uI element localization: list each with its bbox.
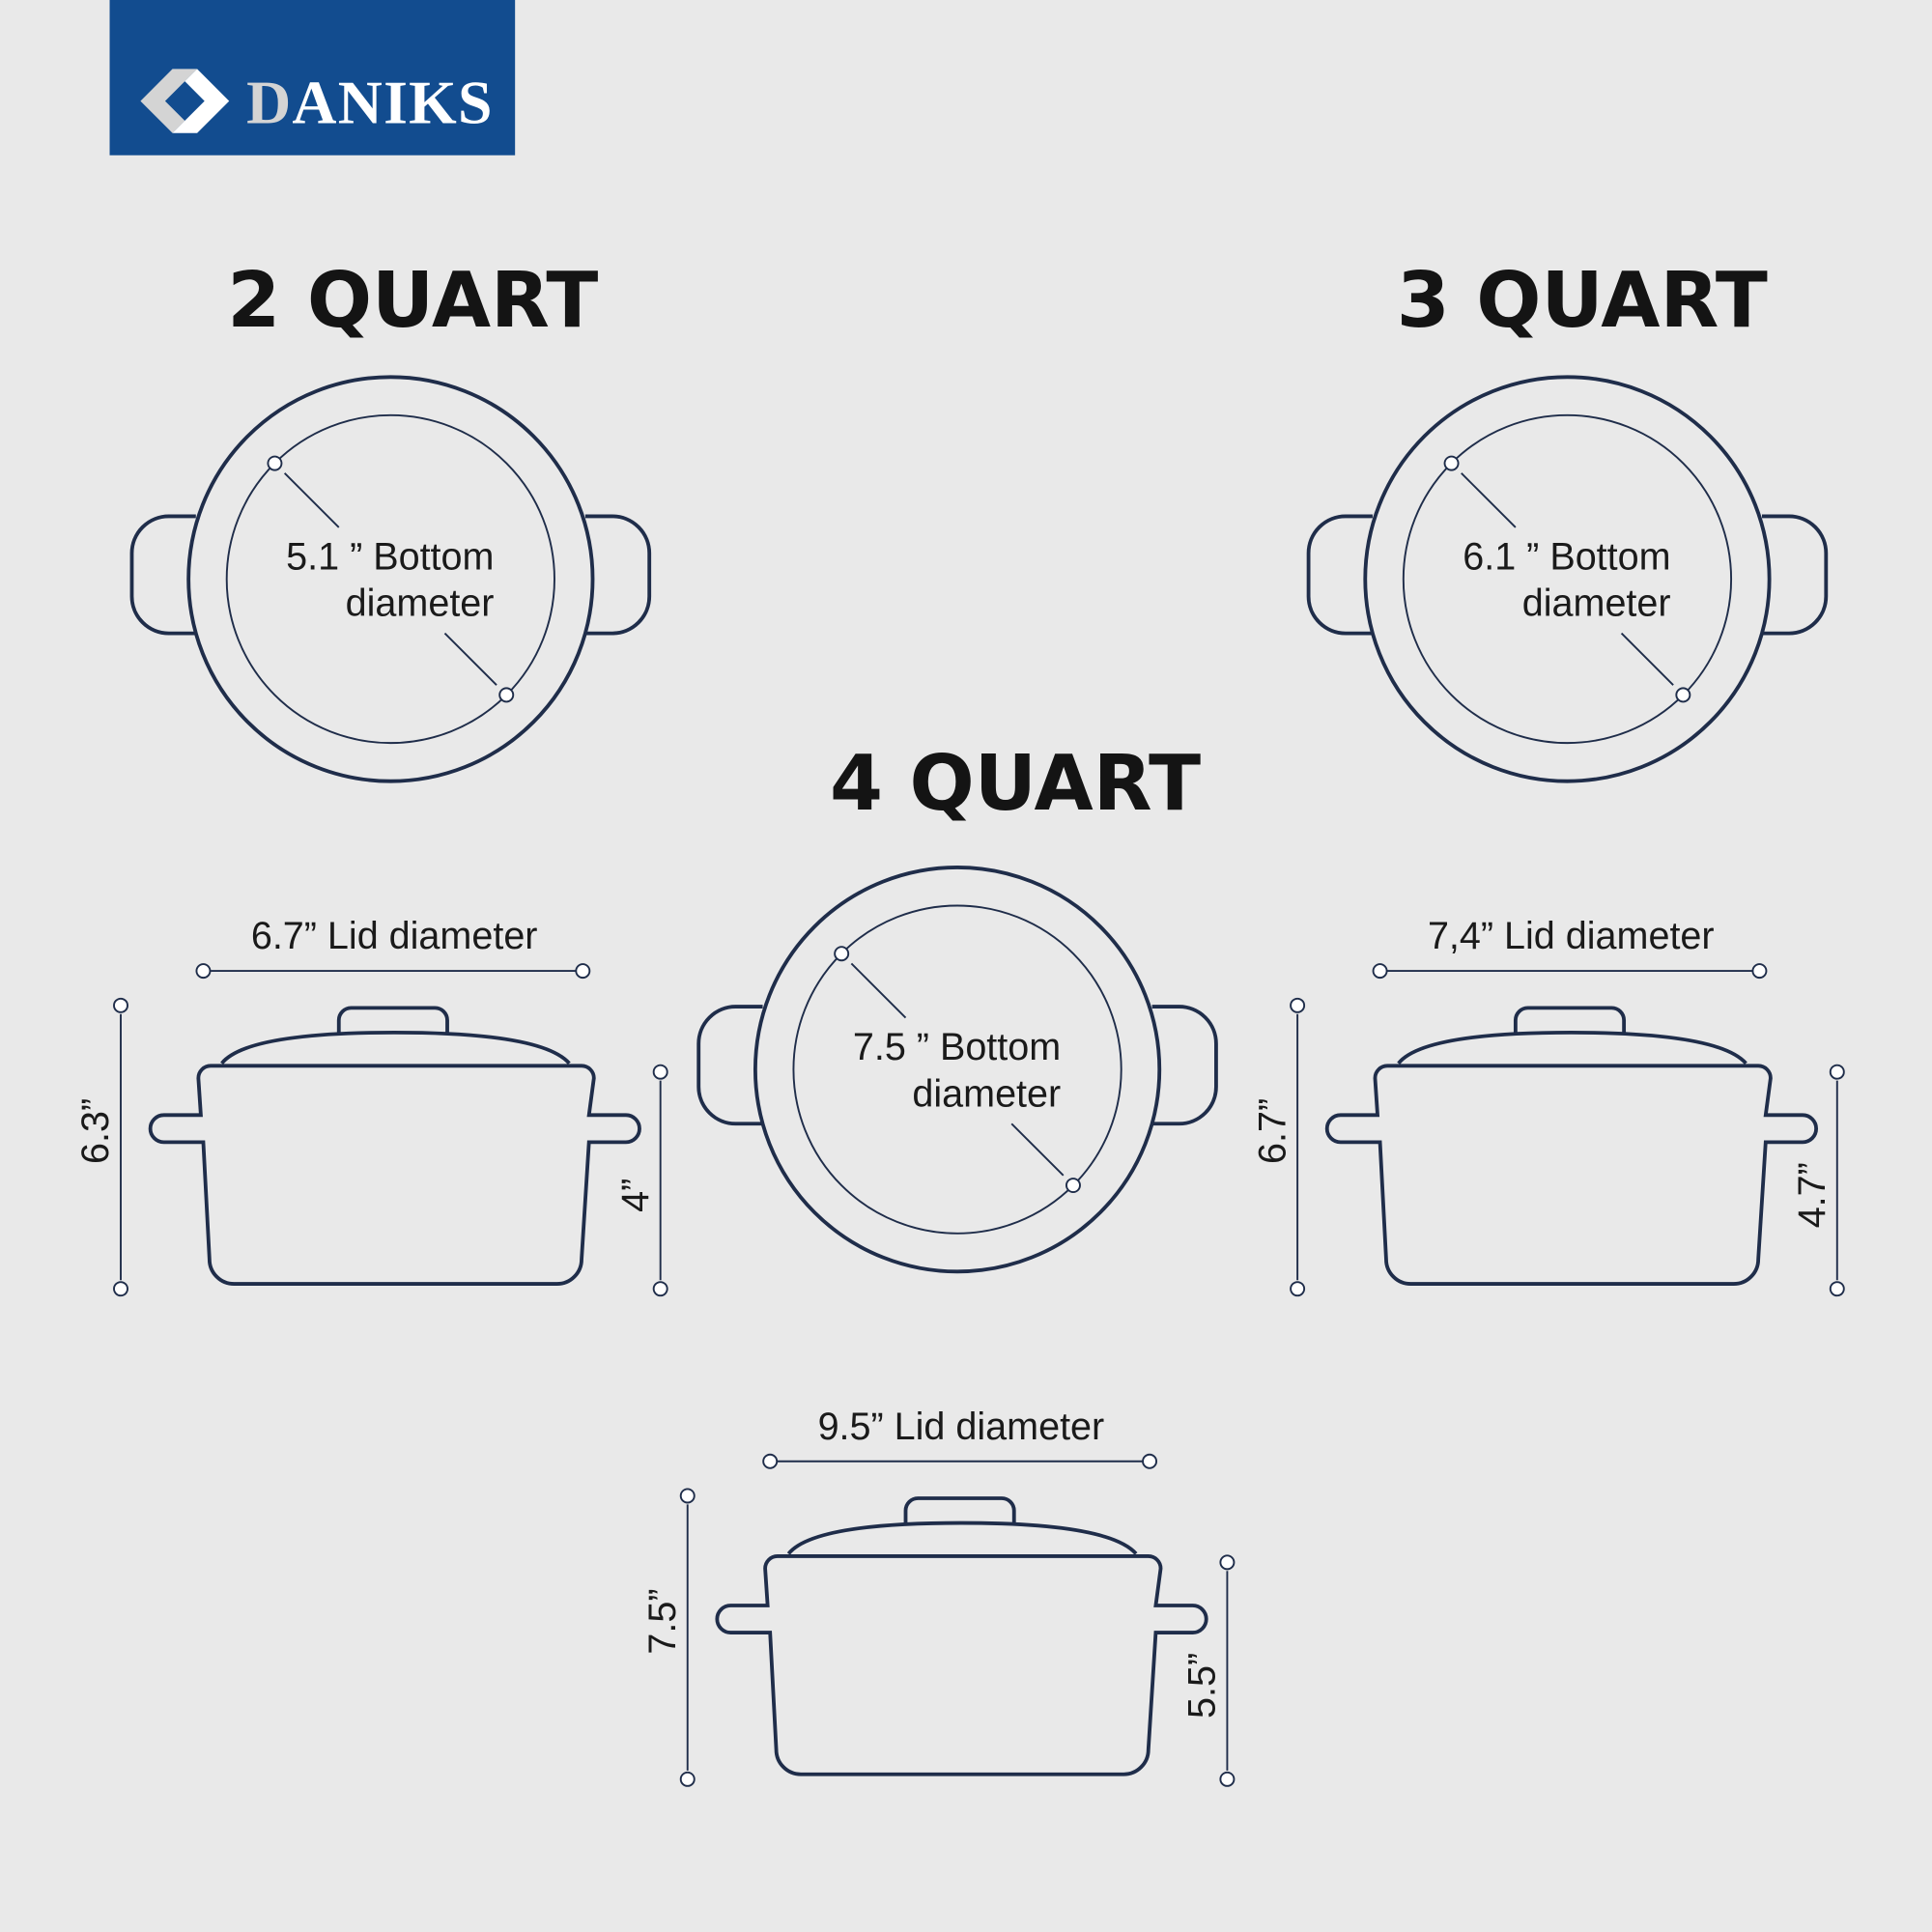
dimension-endpoint <box>1443 455 1460 471</box>
right-handle <box>1761 514 1829 636</box>
bottom-diameter-value: 7.5 ” Bottom <box>853 1026 1061 1068</box>
pot-rim <box>186 375 595 783</box>
side-view-2-quart: 6.7” Lid diameter 6.3” 4” <box>74 915 668 1297</box>
bottom-diameter-value: 5.1 ” Bottom <box>286 535 494 578</box>
logo-diamond-icon <box>140 69 230 133</box>
logo-wordmark: DANIKS <box>246 69 494 137</box>
right-handle <box>584 514 652 636</box>
pot-bottom <box>792 904 1122 1235</box>
bottom-diameter-value: 6.1 ” Bottom <box>1463 535 1670 578</box>
pot-rim <box>753 866 1162 1274</box>
size-title: 3 QUART <box>1397 256 1768 345</box>
lid-knob <box>903 1496 1016 1523</box>
total-height-label: 7.5” <box>641 1589 684 1655</box>
pot-rim <box>1363 375 1772 783</box>
dimension-endpoint <box>498 687 515 703</box>
body-height-label: 5.5” <box>1181 1653 1224 1719</box>
body-height-label: 4.7” <box>1791 1162 1833 1228</box>
dimension-endpoint <box>113 1281 128 1297</box>
size-title: 2 QUART <box>227 256 598 345</box>
lid-diameter-label: 7,4” Lid diameter <box>1428 915 1715 957</box>
dimension-endpoint <box>679 1488 696 1504</box>
pot-body <box>148 1064 641 1286</box>
dimension-endpoint <box>1372 963 1388 980</box>
bottom-diameter-label: diameter <box>1522 582 1671 625</box>
left-handle <box>1306 514 1373 636</box>
dimension-endpoint <box>679 1771 696 1787</box>
daniks-logo: DANIKS <box>109 0 516 156</box>
bottom-diameter-label: diameter <box>912 1072 1061 1115</box>
dimension-endpoint <box>652 1281 668 1297</box>
dimension-endpoint <box>1751 963 1768 980</box>
side-view-4-quart: 9.5” Lid diameter 7.5” 5.5” <box>641 1406 1236 1787</box>
dimension-endpoint <box>1219 1771 1236 1787</box>
left-handle <box>129 514 196 636</box>
dimension-endpoint <box>652 1064 668 1080</box>
lid-diameter-label: 6.7” Lid diameter <box>251 915 538 957</box>
pot-bottom <box>1402 413 1733 745</box>
lid-dome <box>1397 1030 1747 1065</box>
total-height-label: 6.3” <box>74 1098 117 1164</box>
diameter-leader <box>283 472 340 528</box>
dimension-endpoint <box>834 946 850 962</box>
bottom-diameter-label: diameter <box>346 582 495 625</box>
dimension-endpoint <box>267 455 283 471</box>
lid-knob <box>1513 1006 1627 1033</box>
diameter-leader <box>1620 632 1674 686</box>
pot-bottom <box>225 413 555 745</box>
pot-body <box>715 1554 1208 1776</box>
dimension-endpoint <box>1290 1281 1306 1297</box>
dimension-endpoint <box>1290 997 1306 1013</box>
dimension-endpoint <box>1829 1281 1845 1297</box>
dimension-endpoint <box>1829 1064 1845 1080</box>
dimension-endpoint <box>1219 1554 1236 1571</box>
lid-dome <box>220 1030 571 1065</box>
dimension-endpoint <box>1142 1453 1158 1469</box>
dimension-endpoint <box>1675 687 1691 703</box>
dimension-endpoint <box>762 1453 779 1469</box>
logo-letters-rest: ANIKS <box>292 69 493 137</box>
pot-body <box>1324 1064 1818 1286</box>
dimension-endpoint <box>195 963 212 980</box>
diameter-leader <box>443 632 497 686</box>
size-title: 4 QUART <box>830 739 1201 828</box>
dimension-endpoint <box>1065 1178 1081 1194</box>
diameter-leader <box>1461 472 1517 528</box>
right-handle <box>1151 1005 1218 1126</box>
lid-diameter-label: 9.5” Lid diameter <box>818 1406 1105 1448</box>
diameter-leader <box>850 962 907 1019</box>
total-height-label: 6.7” <box>1251 1098 1293 1164</box>
logo-letter-d: D <box>246 69 292 137</box>
side-view-3-quart: 7,4” Lid diameter 6.7” 4.7” <box>1251 915 1845 1297</box>
lid-knob <box>336 1006 449 1033</box>
dimension-endpoint <box>113 997 128 1013</box>
diameter-leader <box>1010 1122 1065 1177</box>
left-handle <box>696 1005 763 1126</box>
dimension-endpoint <box>575 963 591 980</box>
body-height-label: 4” <box>614 1179 657 1212</box>
lid-dome <box>786 1520 1138 1555</box>
